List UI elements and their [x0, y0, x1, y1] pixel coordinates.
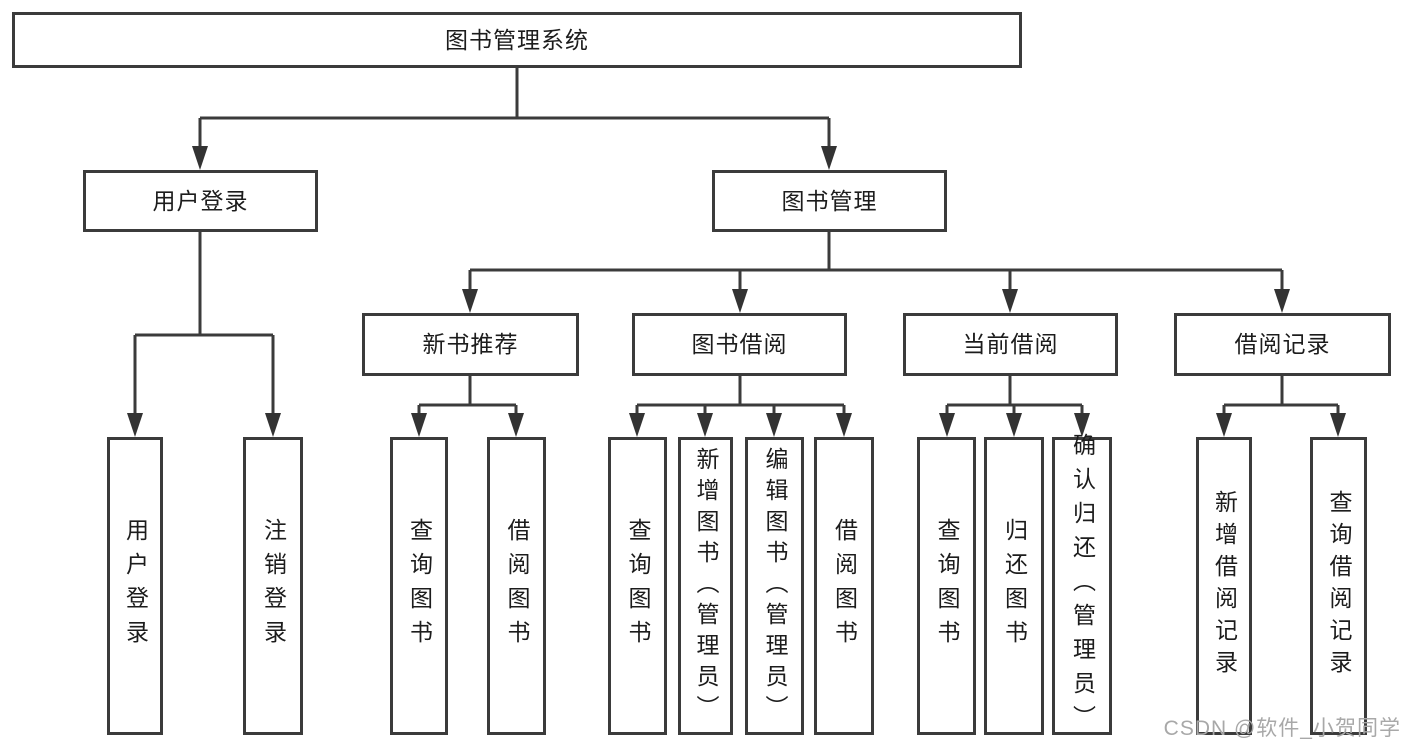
node-current-borrow: 当前借阅 [903, 313, 1118, 376]
leaf-add-borrow-record-label: 新增借阅记录 [1211, 490, 1238, 682]
leaf-borrow-books-recommend: 借阅图书 [487, 437, 546, 735]
node-user-login: 用户登录 [83, 170, 318, 232]
leaf-logout-label: 注销登录 [260, 518, 287, 654]
node-borrow-records-label: 借阅记录 [1234, 331, 1331, 357]
node-new-book-recommend-label: 新书推荐 [422, 331, 519, 357]
node-root-label: 图书管理系统 [445, 26, 589, 53]
arrowheads [127, 146, 1346, 437]
leaf-query-books-borrow: 查询图书 [608, 437, 667, 735]
leaf-query-books-borrow-label: 查询图书 [625, 518, 651, 654]
watermark: CSDN @软件_小贺同学 [1163, 717, 1401, 740]
leaf-query-books-current-label: 查询图书 [934, 518, 960, 654]
node-new-book-recommend: 新书推荐 [362, 313, 579, 376]
leaf-logout: 注销登录 [243, 437, 303, 735]
leaf-add-books-admin-label: 新增图书（管理员） [693, 446, 719, 726]
leaf-add-books-admin: 新增图书（管理员） [678, 437, 733, 735]
connector-new-book-branch [417, 376, 518, 418]
leaf-query-books-recommend-label: 查询图书 [406, 518, 433, 654]
leaf-confirm-return-admin: 确认归还（管理员） [1052, 433, 1112, 739]
leaf-return-books: 归还图书 [984, 437, 1044, 735]
connector-book-borrow-branch [635, 376, 846, 418]
leaf-borrow-books: 借阅图书 [814, 437, 874, 735]
leaf-query-borrow-record-label: 查询借阅记录 [1326, 490, 1352, 682]
node-book-borrow-label: 图书借阅 [691, 331, 788, 357]
connector-user-login-branch [133, 232, 275, 418]
leaf-query-books-recommend: 查询图书 [390, 437, 448, 735]
leaf-borrow-books-label: 借阅图书 [831, 518, 858, 654]
connector-book-management-branch [468, 232, 1284, 296]
leaf-edit-books-admin-label: 编辑图书（管理员） [762, 446, 788, 726]
leaf-return-books-label: 归还图书 [1001, 518, 1028, 654]
connector-borrow-records-branch [1222, 376, 1340, 418]
leaf-borrow-books-recommend-label: 借阅图书 [504, 518, 530, 654]
node-borrow-records: 借阅记录 [1174, 313, 1391, 376]
connector-current-borrow-branch [945, 376, 1084, 418]
node-book-management-label: 图书管理 [781, 187, 878, 214]
leaf-query-books-current: 查询图书 [917, 437, 976, 735]
leaf-add-borrow-record: 新增借阅记录 [1196, 437, 1252, 735]
node-current-borrow-label: 当前借阅 [962, 331, 1059, 357]
leaf-user-login: 用户登录 [107, 437, 163, 735]
node-book-management: 图书管理 [712, 170, 947, 232]
leaf-confirm-return-admin-label: 确认归还（管理员） [1069, 433, 1096, 739]
node-book-borrow: 图书借阅 [632, 313, 847, 376]
node-user-login-label: 用户登录 [152, 187, 249, 214]
leaf-query-borrow-record: 查询借阅记录 [1310, 437, 1367, 735]
connector-root [198, 68, 831, 152]
node-root: 图书管理系统 [12, 12, 1022, 68]
leaf-user-login-label: 用户登录 [122, 518, 149, 654]
leaf-edit-books-admin: 编辑图书（管理员） [745, 437, 804, 735]
